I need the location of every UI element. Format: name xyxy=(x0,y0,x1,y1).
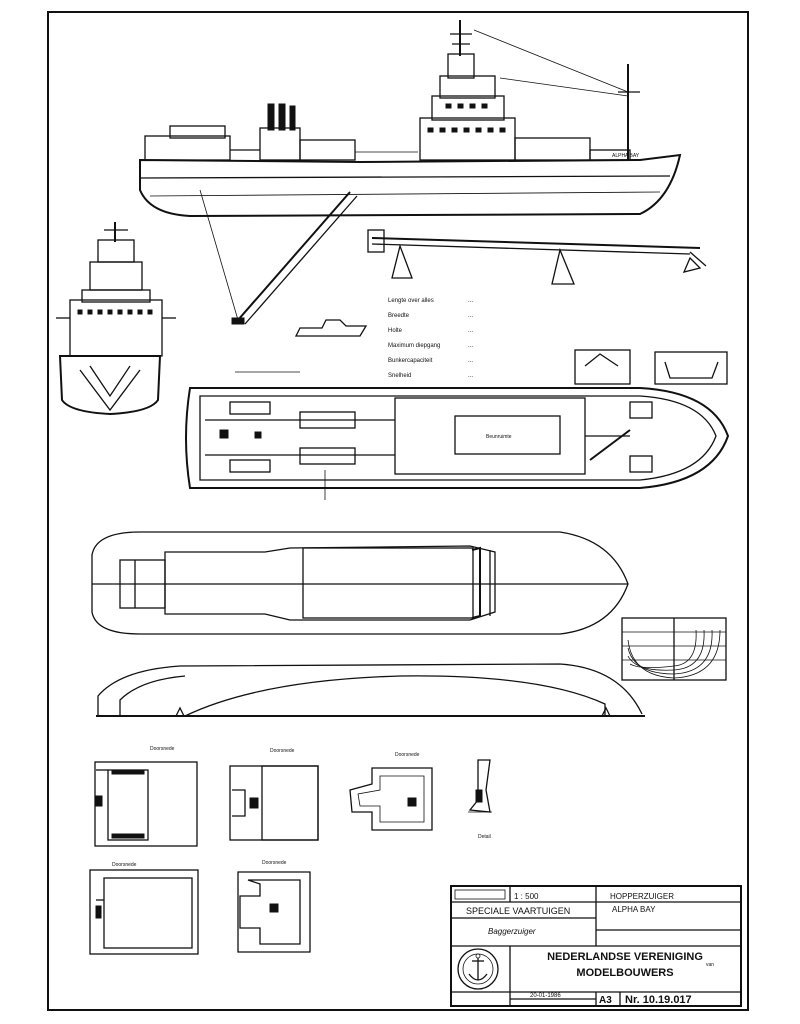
spec-value-3: ... xyxy=(468,343,473,349)
vessel-line2: ALPHA BAY xyxy=(612,905,656,914)
anchor-icon xyxy=(468,953,488,981)
svg-text:ALPHA BAY: ALPHA BAY xyxy=(612,153,640,159)
suction-pipe-detail xyxy=(367,229,707,285)
scale-value: 1 : 500 xyxy=(514,892,539,901)
subtype-text: Baggerzuiger xyxy=(488,927,536,936)
section-detail-5: Doorsnede xyxy=(237,860,311,953)
spec-label-2: Holte xyxy=(388,328,403,334)
spec-label-3: Maximum diepgang xyxy=(388,343,440,349)
spec-label-5: Snelheid xyxy=(388,373,411,379)
org-line2: MODELBOUWERS xyxy=(576,967,673,979)
section-detail-3: Doorsnede xyxy=(349,752,433,831)
spec-value-4: ... xyxy=(468,358,473,364)
sheet-size: A3 xyxy=(599,995,612,1006)
title-block: 1 : 500 SPECIALE VAARTUIGEN Baggerzuiger… xyxy=(450,885,742,1007)
body-plan-lines xyxy=(621,617,727,681)
date-value: 20-01-1986 xyxy=(530,993,561,999)
detail-sketches-top-right xyxy=(574,349,728,385)
bow-detail: Detail xyxy=(468,759,492,840)
org-line1: NEDERLANDSE VERENIGING xyxy=(547,951,703,963)
spec-value-0: ... xyxy=(468,298,473,304)
category-text: SPECIALE VAARTUIGEN xyxy=(466,906,570,916)
svg-text:Beunruimte: Beunruimte xyxy=(486,434,512,440)
front-view xyxy=(56,222,176,416)
spec-value-2: ... xyxy=(468,328,473,334)
svg-text:Detail: Detail xyxy=(478,834,491,840)
sheet-border xyxy=(47,11,749,1011)
svg-text:Doorsnede: Doorsnede xyxy=(270,748,295,754)
spec-value-5: ... xyxy=(468,373,473,379)
section-detail-4: Doorsnede xyxy=(89,862,199,955)
vessel-line1: HOPPERZUIGER xyxy=(610,892,674,901)
deck-plan-view: Beunruimte xyxy=(185,371,730,500)
svg-text:Doorsnede: Doorsnede xyxy=(150,746,175,752)
particulars-table: Lengte over alles ... Breedte ... Holte … xyxy=(388,298,473,379)
seal-icon xyxy=(457,948,499,990)
spec-label-4: Bunkercapaciteit xyxy=(388,358,433,364)
spec-label-0: Lengte over alles xyxy=(388,298,434,304)
workboat-sketch xyxy=(294,319,368,337)
tank-top-plan xyxy=(91,531,629,635)
spec-value-1: ... xyxy=(468,313,473,319)
svg-text:Doorsnede: Doorsnede xyxy=(262,860,287,866)
section-detail-2: Doorsnede xyxy=(229,748,319,841)
longitudinal-profile xyxy=(96,663,645,717)
side-profile-view: ALPHA BAY xyxy=(139,20,682,325)
spec-label-1: Breedte xyxy=(388,313,410,319)
drawing-number: Nr. 10.19.017 xyxy=(625,994,692,1006)
section-detail-1: Doorsnede xyxy=(94,746,198,847)
org-van: van xyxy=(706,962,714,968)
svg-text:Doorsnede: Doorsnede xyxy=(395,752,420,758)
svg-text:Doorsnede: Doorsnede xyxy=(112,862,137,868)
